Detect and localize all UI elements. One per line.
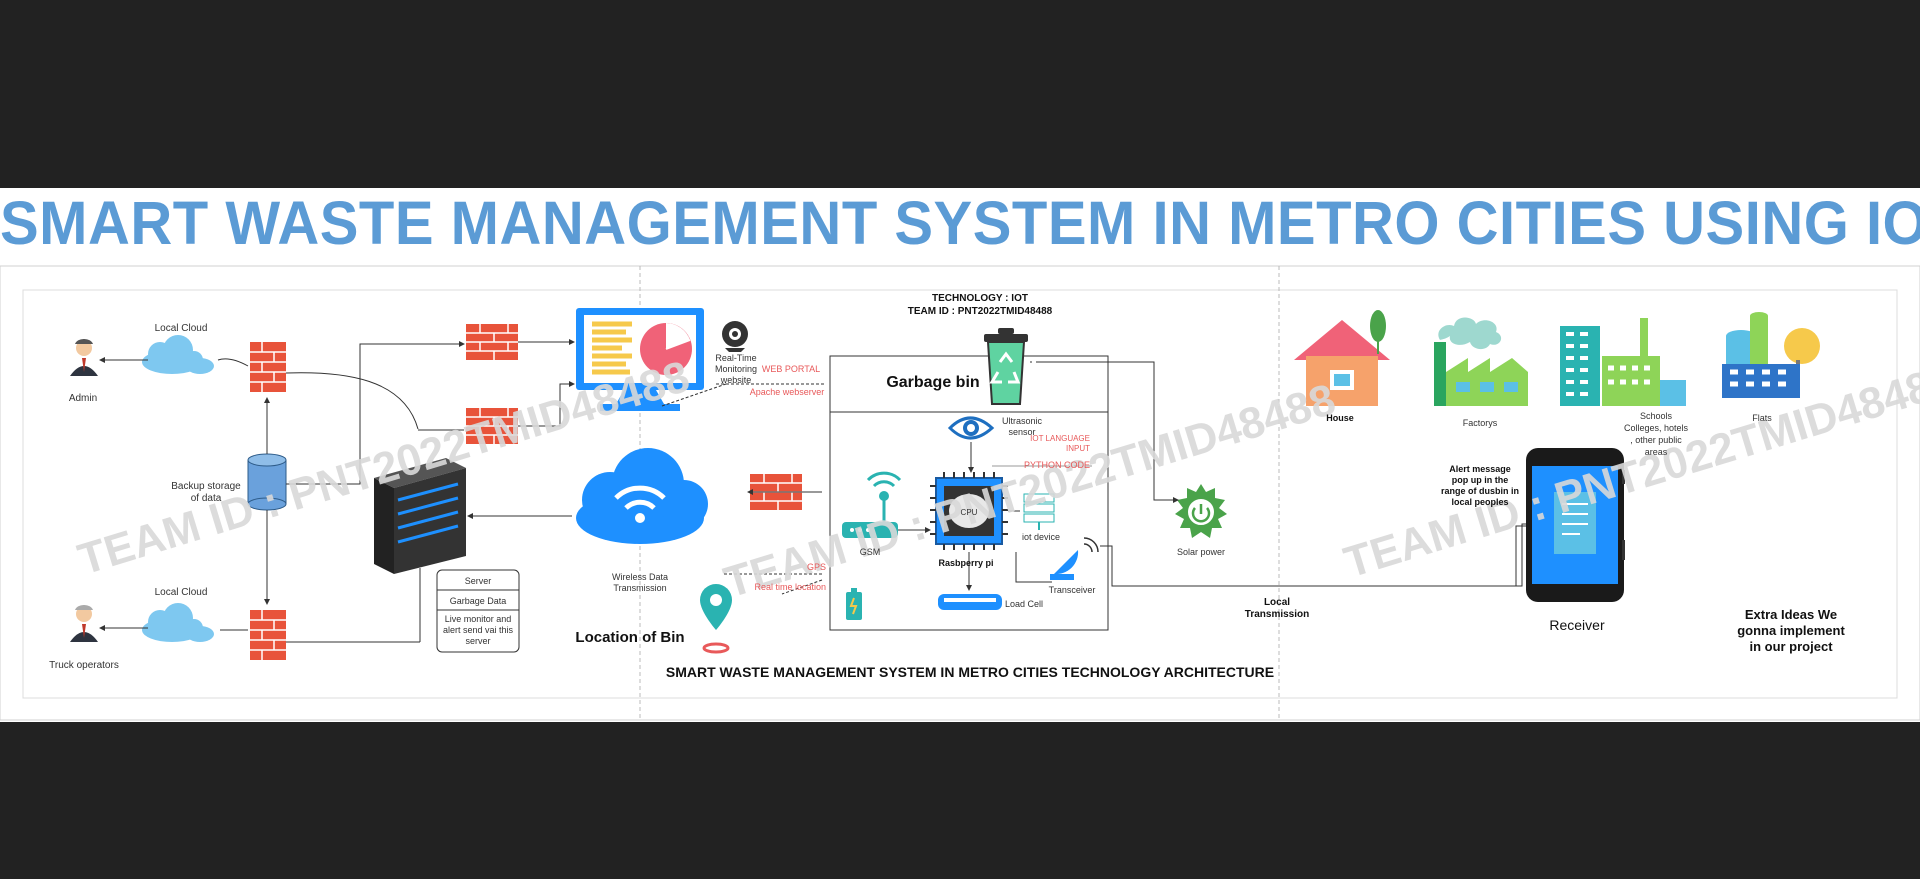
ultrasonic-label: Ultrasonic sensor	[1001, 416, 1042, 437]
schools-label: Schools Colleges, hotels , other public …	[1623, 411, 1689, 457]
team-id-label: TEAM ID : PNT2022TMID48488	[907, 306, 1053, 317]
local-cloud-top-icon	[142, 335, 214, 374]
house-label: House	[1326, 413, 1354, 423]
transceiver-icon	[1050, 537, 1099, 580]
right-connector-lines	[1512, 523, 1526, 587]
raspberry-pi-label: Rasbperry pi	[938, 558, 994, 568]
load-cell-icon	[938, 594, 1002, 610]
technology-label: TECHNOLOGY : IOT	[932, 293, 1028, 304]
extra-ideas-label: Extra Ideas We gonna implement in our pr…	[1737, 607, 1845, 654]
apache-label: Apache webserver	[749, 387, 825, 397]
factory-icon	[1434, 317, 1528, 406]
load-cell-label: Load Cell	[1004, 599, 1044, 609]
outer-frame	[0, 265, 1920, 721]
garbage-bin-label: Garbage bin	[886, 374, 980, 391]
local-cloud-bottom-label: Local Cloud	[154, 587, 208, 598]
transceiver-label: Transceiver	[1048, 585, 1096, 595]
python-code-label: PYTHON CODE	[1023, 460, 1090, 470]
iot-device-icon	[1023, 493, 1055, 530]
flats-label: Flats	[1752, 413, 1772, 423]
local-transmission-label: Local Transmission	[1244, 597, 1310, 620]
firewall-icon-top-middle	[466, 324, 518, 360]
local-cloud-bottom-icon	[142, 603, 214, 642]
factory-label: Factorys	[1462, 418, 1498, 428]
local-cloud-top-label: Local Cloud	[154, 323, 208, 334]
schools-icon	[1560, 318, 1686, 406]
iot-box	[829, 355, 1109, 631]
database-icon	[247, 453, 287, 511]
solar-power-icon	[1175, 484, 1227, 538]
firewall-icon-middle	[466, 408, 518, 444]
monitoring-label: Real-Time Monitoring website	[714, 353, 758, 385]
raspberry-pi-icon	[930, 472, 1008, 550]
garbage-bin-icon	[984, 328, 1028, 405]
iot-language-label: IOT LANGUAGE INPUT	[1030, 434, 1090, 453]
gsm-label: GSM	[859, 547, 881, 557]
connector-lines	[99, 339, 826, 643]
receiver-label: Receiver	[1549, 617, 1605, 633]
receiver-tablet-icon	[1526, 448, 1625, 602]
server-info-box	[436, 569, 520, 653]
gps-label: GPS	[806, 562, 826, 572]
house-icon	[1294, 310, 1390, 406]
server-box-row1: Garbage Data	[449, 596, 507, 606]
admin-label: Admin	[68, 393, 98, 404]
alert-message-label: Alert message pop up in the range of dus…	[1441, 464, 1519, 507]
inner-frame	[22, 289, 1898, 699]
battery-icon	[846, 588, 862, 620]
real-time-location-label: Real time location	[754, 582, 826, 592]
webcam-icon	[722, 321, 748, 352]
cpu-label: CPU	[961, 508, 978, 517]
page-title: SMART WASTE MANAGEMENT SYSTEM IN METRO C…	[0, 189, 1920, 258]
ultrasonic-sensor-icon	[947, 416, 995, 440]
truck-operator-icon	[70, 604, 98, 642]
firewall-icon-top-left	[250, 342, 286, 392]
monitor-icon	[576, 308, 704, 411]
wireless-cloud-icon	[576, 448, 708, 544]
middle-connector-lines	[722, 361, 1532, 595]
iot-device-label: iot device	[1021, 532, 1061, 542]
admin-icon	[70, 338, 98, 376]
location-of-bin-label: Location of Bin	[575, 629, 685, 646]
web-portal-label: WEB PORTAL	[761, 364, 821, 374]
firewall-icon-bottom-left	[250, 610, 286, 660]
server-box-row2: Live monitor and alert send vai this ser…	[442, 614, 514, 646]
server-rack-icon	[374, 458, 466, 574]
solar-power-label: Solar power	[1176, 547, 1226, 557]
backup-storage-label: Backup storage of data	[171, 481, 241, 504]
flats-icon	[1722, 312, 1820, 398]
server-box-title: Server	[464, 576, 492, 586]
architecture-caption: SMART WASTE MANAGEMENT SYSTEM IN METRO C…	[665, 664, 1275, 680]
truck-operators-label: Truck operators	[49, 660, 119, 671]
wireless-label: Wireless Data Transmission	[611, 572, 668, 593]
gsm-router-icon	[842, 471, 902, 538]
location-pin-icon	[700, 584, 732, 654]
